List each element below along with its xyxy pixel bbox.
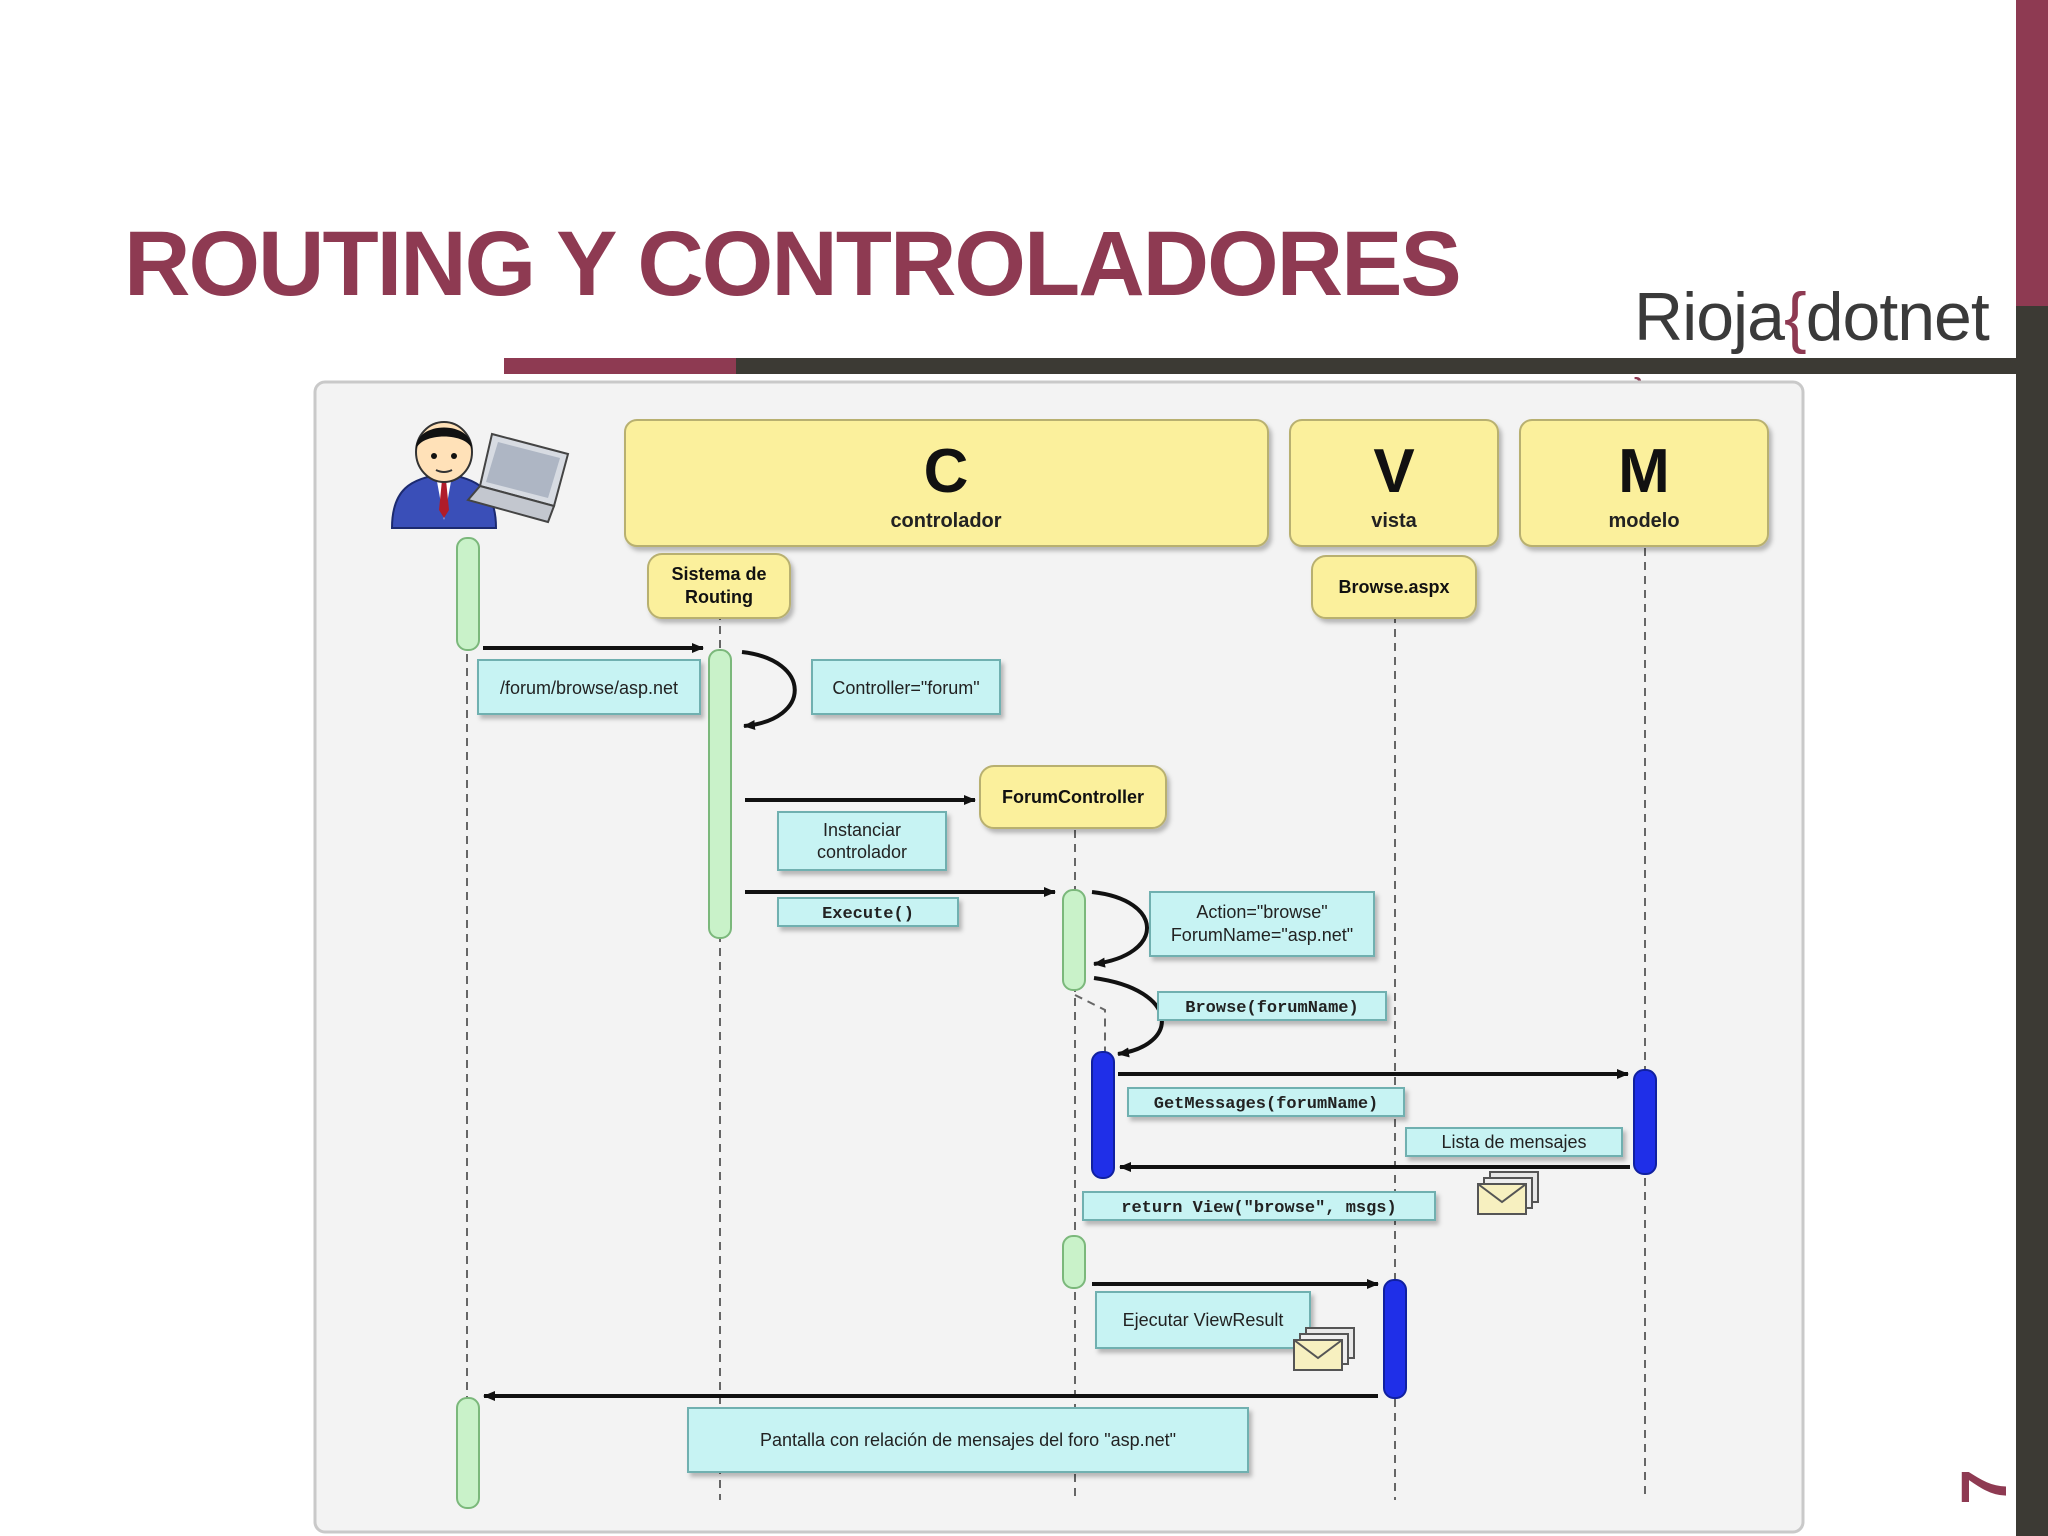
side-accent-bar — [2016, 0, 2048, 306]
model-letter: M — [1618, 437, 1670, 506]
label-get-messages: GetMessages(forumName) — [1154, 1095, 1378, 1114]
label-lista-mensajes: Lista de mensajes — [1441, 1132, 1586, 1152]
brand-open-brace: { — [1783, 279, 1807, 355]
view-label: vista — [1371, 510, 1417, 532]
envelope-icon — [1477, 1171, 1539, 1215]
label-url: /forum/browse/asp.net — [500, 678, 678, 698]
controller-activation-1 — [1062, 889, 1086, 991]
label-instanciar-1: Instanciar — [823, 820, 901, 840]
brand-logo: Rioja{dotnet — [1634, 278, 1990, 356]
user-activation-bottom — [456, 1397, 480, 1509]
label-instanciar-2: controlador — [817, 842, 907, 862]
view-header-box — [1289, 419, 1499, 547]
label-pantalla: Pantalla con relación de mensajes del fo… — [760, 1430, 1176, 1450]
controller-activation-2 — [1062, 1235, 1086, 1289]
model-activation — [1633, 1069, 1657, 1175]
controller-letter: C — [924, 437, 969, 506]
label-controller-param: Controller="forum" — [832, 678, 979, 698]
diagram-frame — [313, 380, 1805, 1534]
user-with-laptop-icon — [390, 421, 570, 529]
model-label: modelo — [1608, 510, 1679, 532]
forum-controller-label: ForumController — [1002, 787, 1144, 807]
brand-suffix: dotnet — [1805, 279, 1990, 355]
controller-label: controlador — [890, 510, 1001, 532]
controller-header-box — [624, 419, 1269, 547]
envelope-icon — [1293, 1327, 1355, 1371]
forum-controller-box — [979, 765, 1167, 829]
slide-title: ROUTING Y CONTROLADORES — [124, 213, 1462, 315]
model-header-box — [1519, 419, 1769, 547]
routing-line2: Routing — [685, 587, 753, 607]
message-arrows — [483, 643, 1630, 1401]
browse-view-label: Browse.aspx — [1338, 577, 1449, 597]
label-ejecutar-view: Ejecutar ViewResult — [1123, 1310, 1284, 1330]
view-activation — [1383, 1279, 1407, 1399]
title-underline-accent — [504, 358, 736, 374]
label-browse-call: Browse(forumName) — [1185, 999, 1358, 1018]
browse-view-box — [1311, 555, 1477, 619]
browse-action-activation — [1091, 1051, 1115, 1179]
label-return-view: return View("browse", msgs) — [1121, 1199, 1396, 1218]
user-activation-top — [456, 537, 480, 651]
label-action-2: ForumName="asp.net" — [1171, 925, 1353, 945]
routing-system-box — [647, 553, 791, 619]
label-execute: Execute() — [822, 905, 914, 924]
brand-name: Rioja — [1634, 279, 1785, 355]
title-underline-dark — [736, 358, 2020, 374]
view-letter: V — [1373, 437, 1414, 506]
message-labels — [477, 659, 1623, 1473]
label-action-1: Action="browse" — [1196, 902, 1327, 922]
routing-activation — [708, 649, 732, 939]
side-dark-bar — [2016, 306, 2048, 1536]
routing-line1: Sistema de — [671, 564, 766, 584]
